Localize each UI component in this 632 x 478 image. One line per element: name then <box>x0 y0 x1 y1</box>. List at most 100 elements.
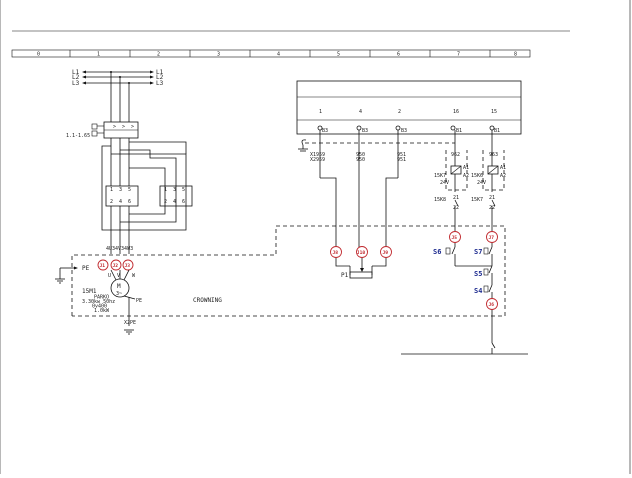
svg-text:X2959: X2959 <box>310 157 325 163</box>
motor-phase: 3~ <box>116 291 122 297</box>
svg-text:J9: J9 <box>383 250 389 256</box>
svg-text:1: 1 <box>110 187 113 193</box>
svg-text:15K8: 15K8 <box>434 197 446 203</box>
svg-text:W: W <box>132 273 136 279</box>
potentiometer-label: P1 <box>341 272 349 279</box>
motor-pe: PE <box>136 298 142 304</box>
svg-text:J5: J5 <box>452 235 458 241</box>
svg-text:J6: J6 <box>489 302 495 308</box>
svg-text:1: 1 <box>164 187 167 193</box>
terminal-j10[interactable]: J10 <box>356 246 368 258</box>
svg-text:4: 4 <box>119 199 122 205</box>
svg-text:J3: J3 <box>125 263 131 269</box>
svg-text:24V: 24V <box>440 180 449 186</box>
svg-text:962: 962 <box>451 152 460 158</box>
breaker-label: 1.1-1.65 <box>66 133 90 139</box>
switch-chain <box>401 243 528 355</box>
svg-text:U: U <box>108 273 111 279</box>
switch-s4[interactable]: S4 <box>474 285 489 295</box>
relay-15k7[interactable]: 962 15K7 24V A1 A2 15K8 21 22 <box>434 130 469 231</box>
svg-text:963: 963 <box>489 152 498 158</box>
motor-breaker[interactable]: 1.1-1.65 > > > <box>66 121 139 139</box>
svg-text:A2: A2 <box>500 173 506 179</box>
phase-feeders <box>110 72 130 254</box>
column-label: 0 <box>37 52 40 58</box>
svg-text:B3: B3 <box>401 128 407 134</box>
svg-text:15K6: 15K6 <box>471 173 483 179</box>
column-label: 6 <box>397 52 400 58</box>
contactor-k1[interactable]: 1 3 5 2 4 6 <box>105 185 139 207</box>
bus-label-l1: L1 <box>72 69 80 76</box>
relay-15k6[interactable]: 963 15K6 24V A1 A2 15K7 21 22 <box>471 130 506 231</box>
bus-label-l3-out: L3 <box>156 80 164 87</box>
column-label: 1 <box>97 52 100 58</box>
switch-s6[interactable]: S6 <box>433 247 451 256</box>
controller-block[interactable]: 1 4 2 16 15 B3 B3 B3 B1 B1 <box>296 80 522 135</box>
svg-text:S7: S7 <box>474 248 482 256</box>
svg-text:X1959: X1959 <box>310 152 325 158</box>
svg-text:950: 950 <box>356 152 365 158</box>
bus-label-l1-out: L1 <box>156 69 164 76</box>
svg-text:2: 2 <box>164 199 167 205</box>
svg-text:A1: A1 <box>500 165 506 171</box>
column-label: 2 <box>157 52 160 58</box>
svg-text:15: 15 <box>491 109 497 115</box>
svg-text:15K7: 15K7 <box>434 173 446 179</box>
svg-text:S4: S4 <box>474 287 482 295</box>
svg-text:951: 951 <box>397 157 406 163</box>
pe-label: PE <box>82 265 90 272</box>
switch-s7[interactable]: S7 <box>474 247 489 256</box>
svg-text:>: > <box>113 124 116 130</box>
svg-text:951: 951 <box>397 152 406 158</box>
svg-text:A2: A2 <box>463 173 469 179</box>
svg-text:J2: J2 <box>113 263 119 269</box>
motor-terminals-label: 4U34V34W3 <box>106 246 133 252</box>
svg-text:22: 22 <box>453 205 459 211</box>
terminal-j5[interactable]: J5 <box>449 231 461 243</box>
bus-label-l2-out: L2 <box>156 74 164 81</box>
svg-text:0v400: 0v400 <box>92 304 107 310</box>
svg-text:21: 21 <box>489 195 495 201</box>
terminal-j2[interactable]: J2 <box>110 259 122 271</box>
svg-text:2: 2 <box>398 109 401 115</box>
svg-text:PARKO: PARKO <box>94 295 109 301</box>
svg-text:V: V <box>117 273 120 279</box>
contactor-k2[interactable]: 1 3 5 2 4 6 <box>159 185 193 207</box>
terminal-j1[interactable]: J1 <box>97 259 109 271</box>
pe-ground: PE <box>55 265 90 284</box>
svg-text:J1: J1 <box>100 263 106 269</box>
svg-text:J7: J7 <box>489 235 495 241</box>
svg-text:>: > <box>122 124 125 130</box>
circuit-name: CROWNING <box>193 297 222 304</box>
potentiometer-p1[interactable]: P1 <box>335 258 387 279</box>
svg-text:B3: B3 <box>362 128 368 134</box>
svg-text:3: 3 <box>119 187 122 193</box>
svg-text:B3: B3 <box>322 128 328 134</box>
svg-text:6: 6 <box>128 199 131 205</box>
crowning-enclosure <box>71 225 506 317</box>
motor-15m1[interactable]: M 3~ U V W 15M1 PARKO 3.30kw 50hz 0v400 … <box>82 269 142 335</box>
svg-text:15K7: 15K7 <box>471 197 483 203</box>
svg-text:S6: S6 <box>433 248 441 256</box>
terminal-j9[interactable]: J9 <box>380 246 392 258</box>
column-label: 7 <box>457 52 460 58</box>
terminal-j6[interactable]: J6 <box>486 298 498 310</box>
terminal-j7[interactable]: J7 <box>486 231 498 243</box>
svg-text:B1: B1 <box>456 128 462 134</box>
terminal-j8[interactable]: J8 <box>330 246 342 258</box>
terminal-j3[interactable]: J3 <box>122 259 134 271</box>
svg-text:6: 6 <box>182 199 185 205</box>
svg-text:3: 3 <box>173 187 176 193</box>
column-label: 8 <box>514 52 517 58</box>
svg-text:A1: A1 <box>463 165 469 171</box>
switch-s5[interactable]: S5 <box>474 268 489 278</box>
svg-text:21: 21 <box>453 195 459 201</box>
bus-label-l2: L2 <box>72 74 80 81</box>
svg-text:5: 5 <box>128 187 131 193</box>
svg-text:4: 4 <box>173 199 176 205</box>
bus-label-l3: L3 <box>72 80 80 87</box>
svg-text:B1: B1 <box>494 128 500 134</box>
svg-text:16: 16 <box>453 109 459 115</box>
motor-id: 15M1 <box>82 288 97 295</box>
svg-text:1.0kW: 1.0kW <box>94 308 110 314</box>
